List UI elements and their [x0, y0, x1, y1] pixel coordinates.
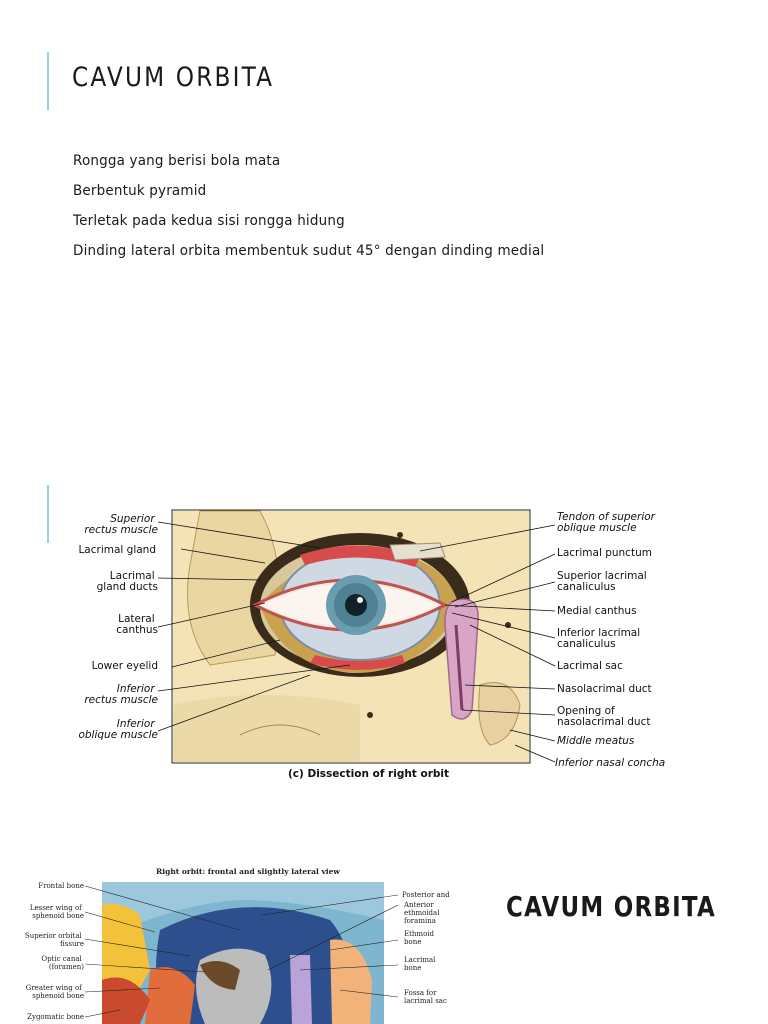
figure1-label: Lateral canthus — [116, 613, 158, 636]
figure2-label: Posterior and — [402, 891, 450, 899]
figure2-label: Greater wing of sphenoid bone — [26, 984, 84, 1000]
figure1-label: Lacrimal sac — [557, 660, 623, 672]
figure1-label: Middle meatus — [557, 735, 635, 747]
orbit-bones-figure: Right orbit: frontal and slightly latera… — [0, 860, 500, 1024]
slide2-accent-bar — [47, 485, 49, 543]
figure1-label: Lacrimal gland — [78, 544, 156, 556]
figure2-label: Ethmoid bone — [404, 930, 436, 946]
figure2-label: Superior orbital fissure — [25, 932, 84, 948]
eye-dissection-illustration — [171, 509, 531, 764]
figure1-label: Nasolacrimal duct — [557, 683, 652, 695]
figure1-label: Inferior nasal concha — [555, 757, 665, 769]
orbit-bones-illustration — [102, 882, 384, 1024]
slide1-bullet-list: Rongga yang berisi bola mata Berbentuk p… — [73, 146, 580, 266]
bullet-item: Rongga yang berisi bola mata — [73, 153, 281, 169]
figure1-caption: (c) Dissection of right orbit — [288, 768, 449, 780]
figure1-label: Lacrimal gland ducts — [97, 570, 158, 593]
figure1-label: Opening of nasolacrimal duct — [557, 705, 650, 728]
bullet-item: Dinding lateral orbita membentuk sudut 4… — [73, 243, 545, 259]
figure1-label: Inferior lacrimal canaliculus — [557, 627, 644, 650]
figure2-leader-lines — [84, 885, 399, 1018]
figure1-right-labels: Tendon of superior oblique muscle Lacrim… — [555, 511, 665, 769]
figure2-label: Optic canal (foramen) — [41, 955, 84, 971]
slide1-title: CAVUM ORBITA — [72, 62, 275, 93]
figure1-label: Superior rectus muscle — [84, 513, 158, 536]
figure1-label: Inferior oblique muscle — [78, 718, 158, 741]
figure1-label: Lower eyelid — [92, 660, 158, 672]
figure1-leader-lines — [157, 521, 556, 763]
figure2-label: Zygomatic bone — [27, 1013, 84, 1021]
eye-dissection-figure: Superior rectus muscle Lacrimal gland La… — [78, 509, 665, 780]
slide3-title: CAVUM ORBITA — [506, 890, 716, 923]
figure2-label: Lacrimal bone — [404, 956, 438, 972]
figure1-label: Inferior rectus muscle — [84, 683, 158, 706]
figure2-label: Lesser wing of sphenoid bone — [30, 904, 84, 920]
figure2-label: Fossa for lacrimal sac — [404, 989, 447, 1005]
figure1-left-labels: Superior rectus muscle Lacrimal gland La… — [78, 513, 158, 741]
figure1-label: Medial canthus — [557, 605, 637, 617]
figure2-title: Right orbit: frontal and slightly latera… — [156, 867, 340, 876]
bullet-item: Terletak pada kedua sisi rongga hidung — [73, 213, 345, 229]
figure1-label: Superior lacrimal canaliculus — [557, 570, 650, 593]
figure1-label: Tendon of superior oblique muscle — [557, 511, 658, 534]
figure2-label: Frontal bone — [38, 882, 84, 890]
figure1-label: Lacrimal punctum — [557, 547, 652, 559]
slide1-accent-bar — [47, 52, 49, 110]
figure2-left-labels: Frontal bone Lesser wing of sphenoid bon… — [25, 882, 84, 1021]
bullet-item: Berbentuk pyramid — [73, 183, 207, 199]
figure2-right-labels: Posterior and Anterior ethmoidal foramin… — [402, 891, 450, 1005]
figure2-label: Anterior ethmoidal foramina — [403, 901, 442, 925]
